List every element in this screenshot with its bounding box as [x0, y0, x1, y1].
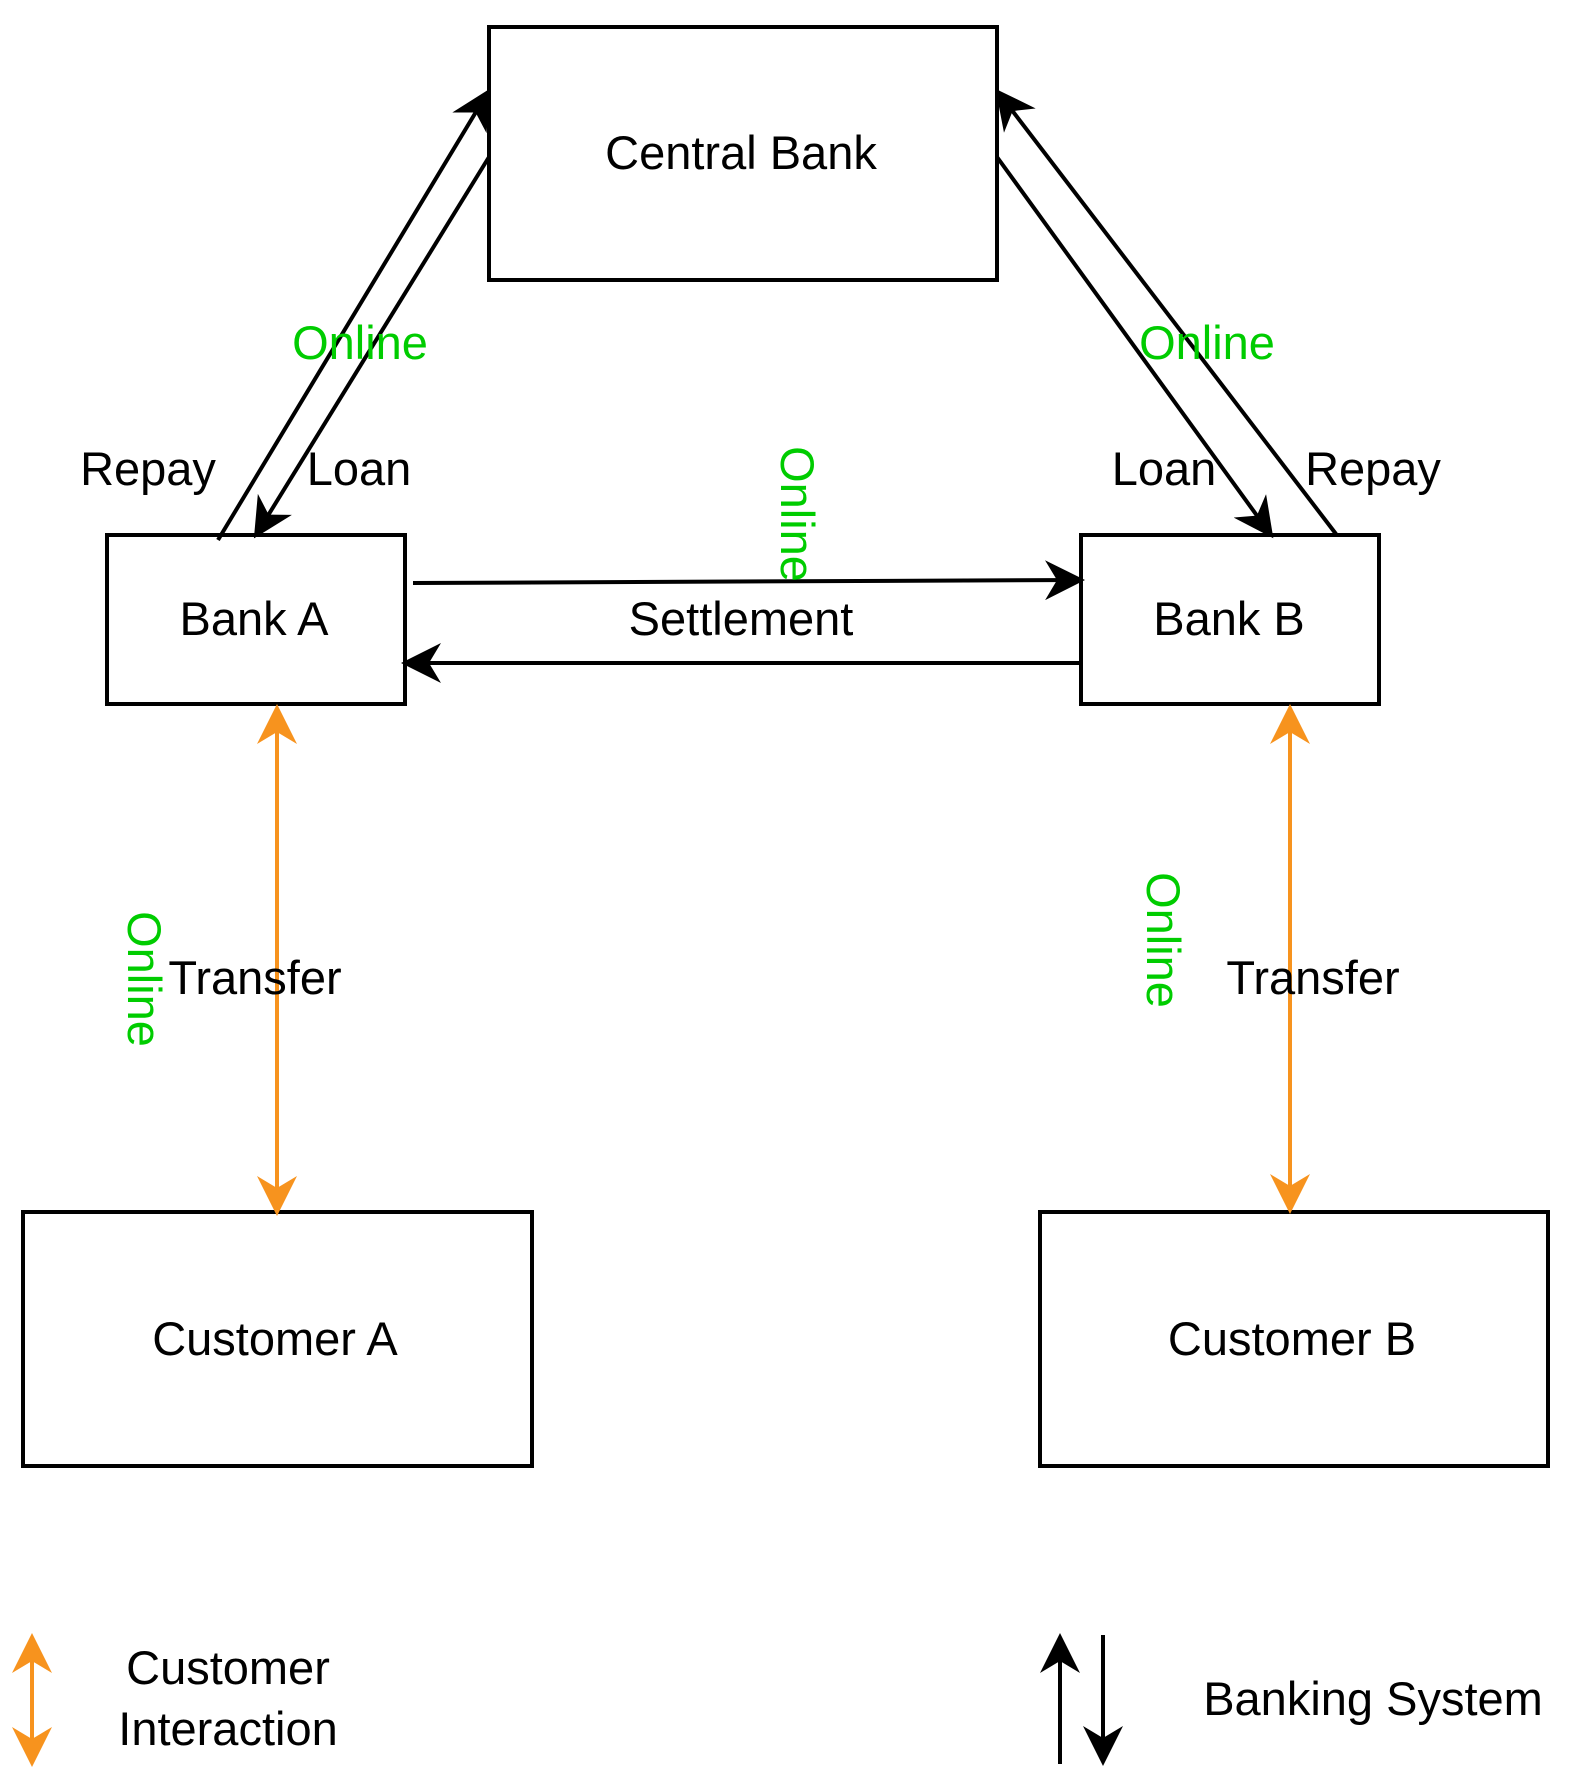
loan-label-bank-b: Loan: [1112, 442, 1217, 495]
repay-label-bank-a: Repay: [80, 442, 216, 495]
online-label-transfer-b: Online: [1137, 872, 1190, 1008]
bank-a-box: [105, 533, 407, 706]
customer-a-label: Customer A: [152, 1312, 398, 1365]
loan-arrow-bank-b: [995, 155, 1274, 539]
loan-arrow-bank-a: [253, 155, 491, 539]
bank-a-label: Bank A: [180, 592, 330, 645]
legend-banking-system-label: Banking System: [1203, 1672, 1543, 1725]
bank-b-box: [1079, 533, 1381, 706]
customer-a-box: [21, 1210, 534, 1468]
legend: Customer Interaction Banking System: [12, 1633, 1543, 1767]
legend-customer-interaction-line2: Interaction: [118, 1702, 337, 1755]
bank-b-label: Bank B: [1153, 592, 1305, 645]
transfer-label-a: Transfer: [168, 951, 341, 1004]
central-bank-label: Central Bank: [605, 126, 877, 179]
transfer-label-b: Transfer: [1226, 951, 1399, 1004]
legend-customer-interaction-line1: Customer: [126, 1641, 330, 1694]
customer-b-box: [1038, 1210, 1550, 1468]
loan-label-bank-a: Loan: [307, 442, 412, 495]
customer-b-label: Customer B: [1168, 1312, 1416, 1365]
repay-arrow-bank-b: [995, 88, 1338, 536]
repay-label-bank-b: Repay: [1305, 442, 1441, 495]
online-label-central-bank-b: Online: [1139, 316, 1275, 369]
settlement-label: Settlement: [629, 592, 854, 645]
repay-arrow-bank-a: [216, 88, 491, 542]
central-bank-box: [487, 25, 999, 282]
settlement-arrow-a-to-b: [412, 560, 1085, 601]
online-label-central-bank-a: Online: [292, 316, 428, 369]
online-label-settlement: Online: [771, 446, 824, 582]
online-label-transfer-a: Online: [118, 911, 171, 1047]
